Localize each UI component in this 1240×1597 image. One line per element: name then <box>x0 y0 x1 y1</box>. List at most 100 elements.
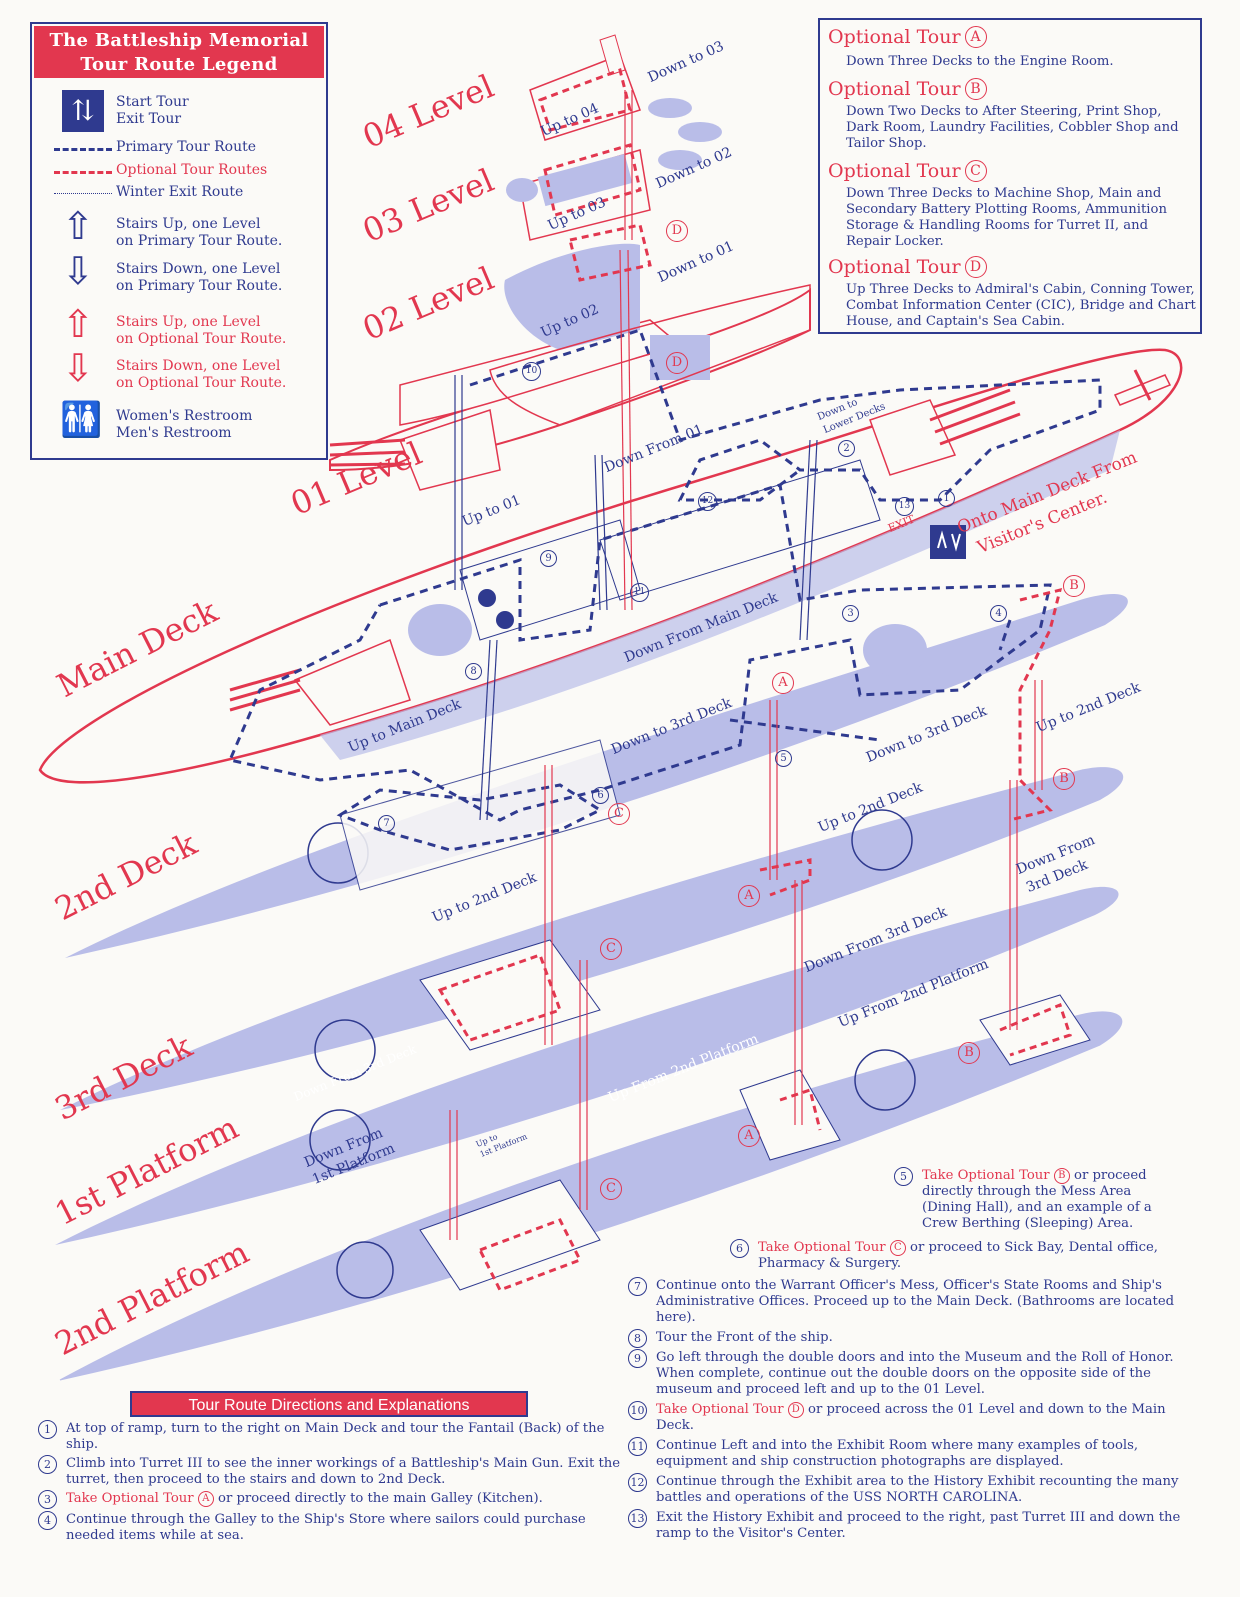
step-marker-1: 1 <box>938 490 955 507</box>
turret-01-level <box>329 409 501 491</box>
hull-02-level <box>504 243 640 350</box>
1st-plat-circle-2 <box>854 1049 916 1111</box>
legend-title-line-2: Tour Route Legend <box>80 54 278 75</box>
compartments-main-mid <box>599 459 881 601</box>
step-marker-4: 4 <box>990 605 1007 622</box>
02-level-deck <box>489 284 811 426</box>
04-rooms-2 <box>678 122 722 142</box>
optional-tour-a-text: Down Three Decks to the Engine Room. <box>846 54 1114 69</box>
step-marker-10: 10 <box>522 362 541 381</box>
step-marker-11: 11 <box>630 583 649 602</box>
barbette-aft <box>863 624 927 676</box>
step-marker-9: 9 <box>540 550 557 567</box>
turret-iii <box>869 388 1021 476</box>
barbette-fwd <box>408 604 472 656</box>
hull-3rd-deck <box>60 767 1124 1110</box>
optional-route-c <box>437 953 583 1292</box>
optional-route-b <box>1009 587 1063 822</box>
optional-tour-d-text: Up Three Decks to Admiral's Cabin, Conni… <box>846 282 1196 329</box>
marker-c-3rd: C <box>600 938 622 960</box>
marker-b-2nd: B <box>1053 768 1075 790</box>
optional-route-02 <box>568 223 652 282</box>
directions-title: Tour Route Directions and Explanations <box>130 1391 528 1417</box>
optional-route-a <box>759 858 812 897</box>
step-marker-8: 8 <box>465 663 482 680</box>
step-marker-12: 12 <box>698 492 717 511</box>
marker-c-2nd: C <box>608 803 630 825</box>
step-marker-5: 5 <box>775 750 792 767</box>
marker-d-03: D <box>666 220 688 242</box>
optional-route-04 <box>538 68 632 132</box>
marker-a-2nd: A <box>738 885 760 907</box>
primary-route-line-icon <box>54 148 112 151</box>
2nd-deck-circle-2 <box>851 809 913 871</box>
04-mast <box>599 34 626 76</box>
marker-d-02: D <box>666 352 688 374</box>
legend-primary-route: Primary Tour Route <box>116 139 256 155</box>
womens-restroom-marker <box>478 589 496 607</box>
marker-b-main: B <box>1063 575 1085 597</box>
restroom-icon: 🚻 <box>60 400 103 440</box>
primary-route-up-down <box>729 619 1012 742</box>
step-marker-2: 2 <box>838 440 855 457</box>
03-funnel <box>506 178 538 202</box>
optional-route-03 <box>543 143 642 217</box>
stairs-up-primary-icon: ⇧ <box>62 204 94 248</box>
03-rooms <box>537 153 633 207</box>
optional-tour-c-text: Down Three Decks to Machine Shop, Main a… <box>846 186 1167 249</box>
compartments-1st-plat-a <box>739 1069 841 1161</box>
start-exit-icon: ⇅ <box>62 90 104 132</box>
marker-b-lower: B <box>958 1042 980 1064</box>
tour-route-legend: The Battleship Memorial Tour Route Legen… <box>30 22 328 460</box>
stair-connectors <box>449 90 1043 1240</box>
04-rooms-1 <box>648 98 692 118</box>
hull-04-level <box>529 54 641 141</box>
stairs-down-optional-icon: ⇩ <box>62 346 94 390</box>
compartments-3rd-deck <box>419 939 601 1051</box>
1st-plat-circle-1 <box>309 1109 371 1171</box>
marker-a-lower: A <box>738 1125 760 1147</box>
marker-c-lower: C <box>600 1178 622 1200</box>
step-marker-7: 7 <box>378 815 395 832</box>
legend-optional-routes: Optional Tour Routes <box>116 162 268 178</box>
mens-restroom-marker <box>496 611 514 629</box>
legend-title-line-1: The Battleship Memorial <box>49 30 309 51</box>
primary-route-main <box>227 483 1052 822</box>
start-exit-tour-icon <box>930 525 966 559</box>
winter-exit-line-icon <box>54 193 112 194</box>
04-rooms-3 <box>658 150 702 170</box>
main-deck-underside <box>320 430 1120 760</box>
optional-route-line-icon <box>54 171 112 174</box>
legend-title: The Battleship Memorial Tour Route Legen… <box>34 26 324 78</box>
compartments-2nd-plat <box>419 1179 601 1291</box>
primary-stair-connectors <box>454 375 818 821</box>
seaplane <box>1113 369 1172 406</box>
optional-tour-b-text: Down Two Decks to After Steering, Print … <box>846 104 1179 151</box>
step-marker-6: 6 <box>592 787 609 804</box>
3rd-deck-circle <box>314 1019 376 1081</box>
2nd-plat-circle <box>336 1241 394 1299</box>
